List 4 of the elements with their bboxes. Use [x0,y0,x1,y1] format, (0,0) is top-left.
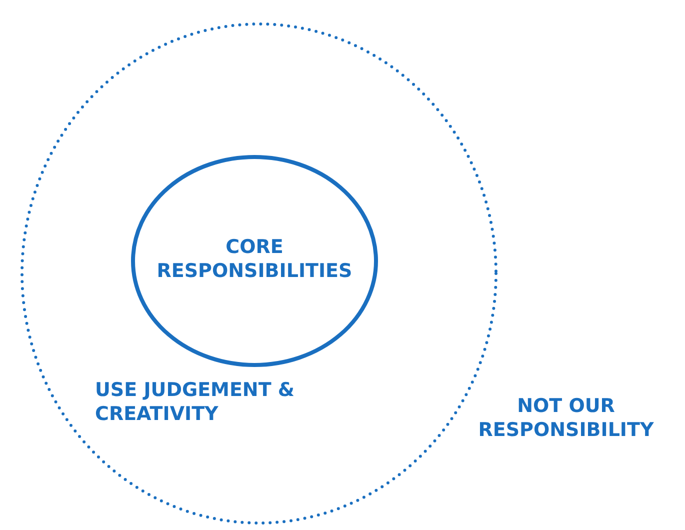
ellipse-label: USE JUDGEMENT & CREATIVITY [95,378,295,426]
ellipse-label: CORE RESPONSIBILITIES [156,235,354,283]
ellipse [131,155,378,367]
region-label: NOT OUR RESPONSIBILITY [477,394,655,442]
